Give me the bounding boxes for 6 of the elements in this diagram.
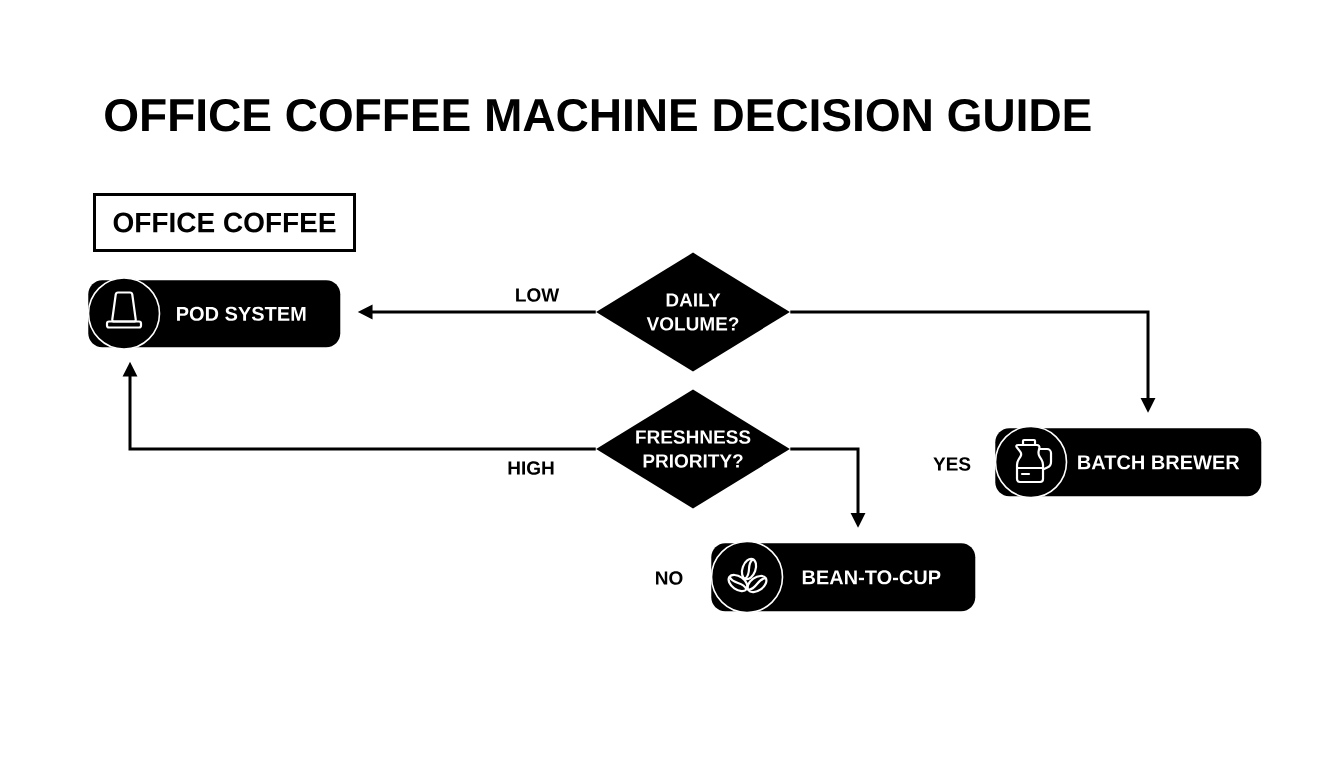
edge-label: LOW <box>513 286 561 304</box>
branch-label: NO <box>656 571 683 585</box>
title: OFFICE COFFEE MACHINE DECISION GUIDE <box>105 98 1091 132</box>
branch-label: YES <box>933 457 971 471</box>
heading-box: OFFICE COFFEE <box>93 193 356 252</box>
edge-label: HIGH <box>505 459 557 477</box>
